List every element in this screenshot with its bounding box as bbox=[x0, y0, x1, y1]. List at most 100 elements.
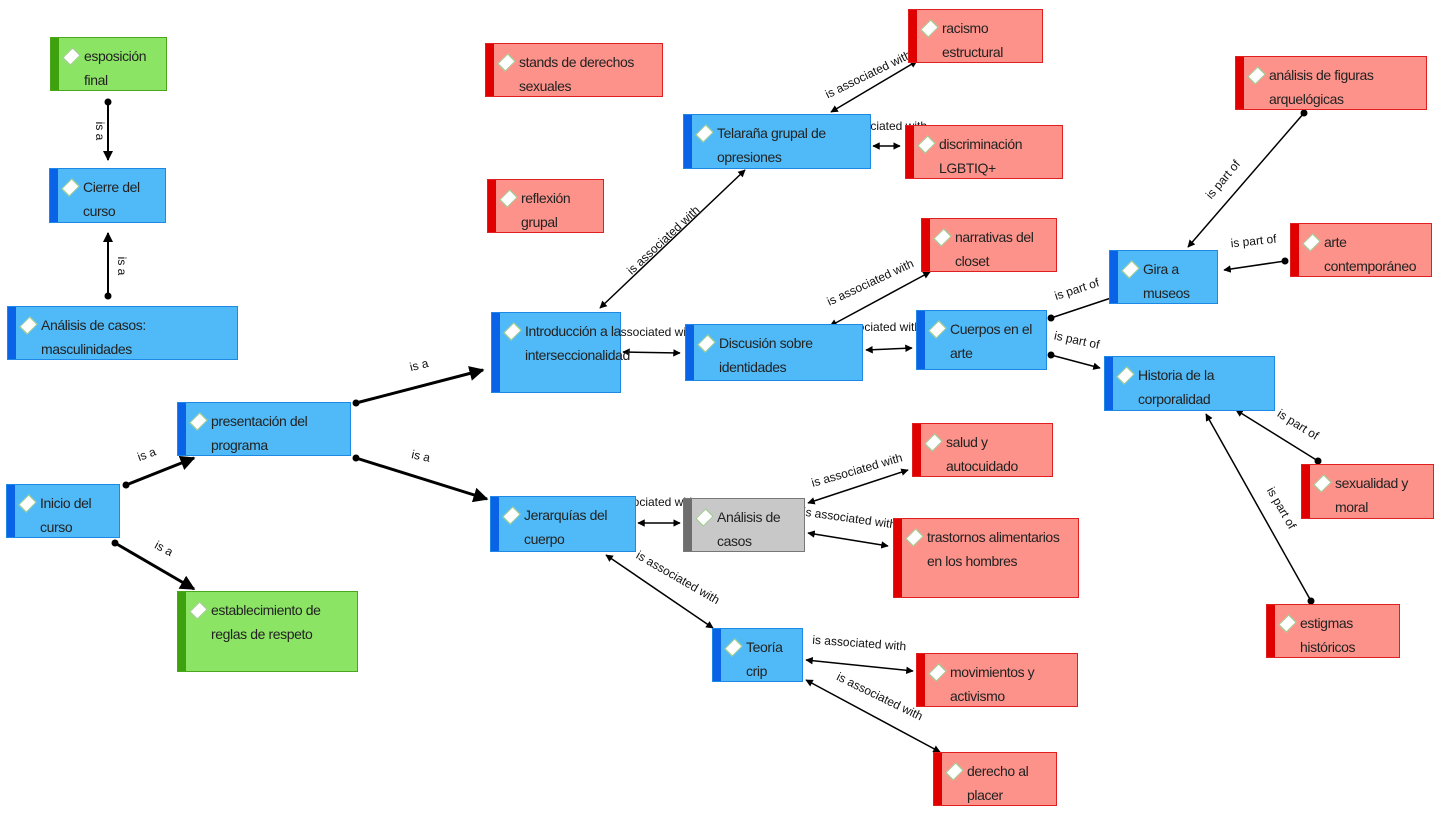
edge-label: is associated with bbox=[812, 633, 907, 654]
node-n14[interactable]: Discusión sobre identidades bbox=[685, 324, 863, 381]
diamond-icon bbox=[497, 53, 516, 72]
edge-origin-dot bbox=[104, 98, 112, 106]
diamond-icon bbox=[19, 316, 38, 335]
diamond-icon bbox=[1313, 474, 1332, 493]
edge-n5-n4[interactable] bbox=[125, 456, 196, 487]
node-label: Análisis de casos: masculinidades bbox=[41, 317, 146, 357]
edge-n10-n20[interactable] bbox=[605, 554, 714, 629]
node-n16[interactable]: Cuerpos en el arte bbox=[916, 310, 1047, 370]
node-label: Jerarquías del cuerpo bbox=[524, 507, 608, 547]
node-label: Cuerpos en el arte bbox=[950, 321, 1032, 361]
node-n19[interactable]: trastornos alimentarios en los hombres bbox=[893, 518, 1079, 598]
node-label: narrativas del closet bbox=[955, 229, 1034, 269]
node-n9[interactable]: Introducción a la interseccionalidad bbox=[491, 312, 630, 393]
edge-origin-dot bbox=[1047, 351, 1055, 359]
edge-label: is a bbox=[408, 356, 430, 374]
node-label: establecimiento de reglas de respeto bbox=[211, 602, 321, 642]
node-label: Inicio del curso bbox=[40, 495, 92, 535]
edge-n9-n11[interactable] bbox=[599, 169, 746, 309]
node-n15[interactable]: narrativas del closet bbox=[921, 218, 1057, 272]
diamond-icon bbox=[189, 412, 208, 431]
edge-n9-n14[interactable] bbox=[622, 348, 681, 357]
node-n22[interactable]: derecho al placer bbox=[933, 752, 1057, 806]
edge-n17-n19[interactable] bbox=[807, 530, 889, 549]
edge-n20-n21[interactable] bbox=[805, 656, 914, 675]
diamond-icon bbox=[695, 124, 714, 143]
node-n28[interactable]: estigmas históricos bbox=[1266, 604, 1400, 658]
node-n18[interactable]: salud y autocuidado bbox=[912, 423, 1053, 477]
edge-n14-n15[interactable] bbox=[829, 271, 931, 327]
edge-label: is part of bbox=[1264, 485, 1299, 532]
node-n10[interactable]: Jerarquías del cuerpo bbox=[490, 496, 636, 552]
edge-label: is part of bbox=[1275, 406, 1322, 443]
node-n25[interactable]: análisis de figuras arquelógicas bbox=[1235, 56, 1427, 110]
edge-n4-n9[interactable] bbox=[355, 366, 485, 405]
node-n27[interactable]: sexualidad y moral bbox=[1301, 464, 1434, 519]
diamond-icon bbox=[917, 135, 936, 154]
diamond-icon bbox=[18, 494, 37, 513]
node-n11[interactable]: Telaraña grupal de opresiones bbox=[683, 114, 871, 169]
edge-origin-dot bbox=[1281, 257, 1289, 265]
diamond-icon bbox=[1247, 66, 1266, 85]
node-label: movimientos y activismo bbox=[950, 664, 1035, 704]
node-n6[interactable]: establecimiento de reglas de respeto bbox=[177, 591, 358, 672]
diamond-icon bbox=[928, 320, 947, 339]
diamond-icon bbox=[905, 528, 924, 547]
node-label: análisis de figuras arquelógicas bbox=[1269, 67, 1374, 107]
edge-n5-n6[interactable] bbox=[114, 541, 196, 591]
node-label: Análisis de casos bbox=[717, 509, 781, 549]
edge-label: is a bbox=[93, 122, 107, 141]
node-n3[interactable]: Análisis de casos: masculinidades bbox=[7, 306, 238, 360]
edge-n16-n24[interactable] bbox=[1050, 354, 1101, 370]
node-n12[interactable]: racismo estructural bbox=[908, 9, 1043, 63]
edge-n27-n24[interactable] bbox=[1235, 409, 1319, 462]
node-label: estigmas históricos bbox=[1300, 615, 1356, 655]
edge-n17-n18[interactable] bbox=[807, 468, 909, 505]
edge-origin-dot bbox=[352, 399, 360, 407]
edge-n14-n16[interactable] bbox=[865, 344, 913, 354]
node-label: esposición final bbox=[84, 48, 147, 88]
diamond-icon bbox=[1278, 614, 1297, 633]
edge-origin-dot bbox=[111, 539, 119, 547]
node-n23[interactable]: Gira a museos bbox=[1109, 250, 1218, 304]
node-n20[interactable]: Teoría crip bbox=[712, 628, 803, 682]
edge-n16-n23[interactable] bbox=[1050, 294, 1118, 319]
node-label: trastornos alimentarios en los hombres bbox=[927, 529, 1060, 569]
edge-n26-n23[interactable] bbox=[1223, 260, 1286, 273]
edge-n25-n23[interactable] bbox=[1187, 112, 1305, 248]
edge-label: is a bbox=[115, 257, 129, 276]
node-label: Gira a museos bbox=[1143, 261, 1190, 301]
diamond-icon bbox=[695, 508, 714, 527]
node-n1[interactable]: esposición final bbox=[50, 37, 167, 91]
node-n17[interactable]: Análisis de casos bbox=[683, 498, 805, 552]
diamond-icon bbox=[724, 638, 743, 657]
node-n5[interactable]: Inicio del curso bbox=[6, 484, 120, 538]
diamond-icon bbox=[945, 762, 964, 781]
node-label: reflexión grupal bbox=[521, 190, 571, 230]
edge-n11-n12[interactable] bbox=[830, 60, 918, 113]
diamond-icon bbox=[928, 663, 947, 682]
node-label: derecho al placer bbox=[967, 763, 1029, 803]
node-n8[interactable]: reflexión grupal bbox=[487, 179, 604, 233]
node-label: Discusión sobre identidades bbox=[719, 335, 813, 375]
edge-label: is associated with bbox=[834, 669, 925, 723]
node-n7[interactable]: stands de derechos sexuales bbox=[485, 43, 663, 97]
edge-label: is associated with bbox=[802, 505, 897, 532]
node-n24[interactable]: Historia de la corporalidad bbox=[1104, 356, 1275, 411]
edge-n28-n24[interactable] bbox=[1205, 413, 1312, 602]
node-label: sexualidad y moral bbox=[1335, 475, 1409, 515]
diamond-icon bbox=[697, 334, 716, 353]
edge-origin-dot bbox=[352, 454, 360, 462]
node-label: Teoría crip bbox=[746, 639, 783, 679]
node-n26[interactable]: arte contemporáneo bbox=[1290, 223, 1432, 277]
node-label: stands de derechos sexuales bbox=[519, 54, 634, 94]
edge-label: is part of bbox=[1230, 232, 1278, 251]
edge-n4-n10[interactable] bbox=[355, 456, 489, 503]
node-n21[interactable]: movimientos y activismo bbox=[916, 653, 1078, 707]
node-label: discriminación LGBTIQ+ bbox=[939, 136, 1023, 176]
node-n2[interactable]: Cierre del curso bbox=[49, 168, 166, 223]
edge-label: is part of bbox=[1053, 275, 1102, 303]
node-n4[interactable]: presentación del programa bbox=[177, 402, 351, 456]
node-n13[interactable]: discriminación LGBTIQ+ bbox=[905, 125, 1063, 179]
